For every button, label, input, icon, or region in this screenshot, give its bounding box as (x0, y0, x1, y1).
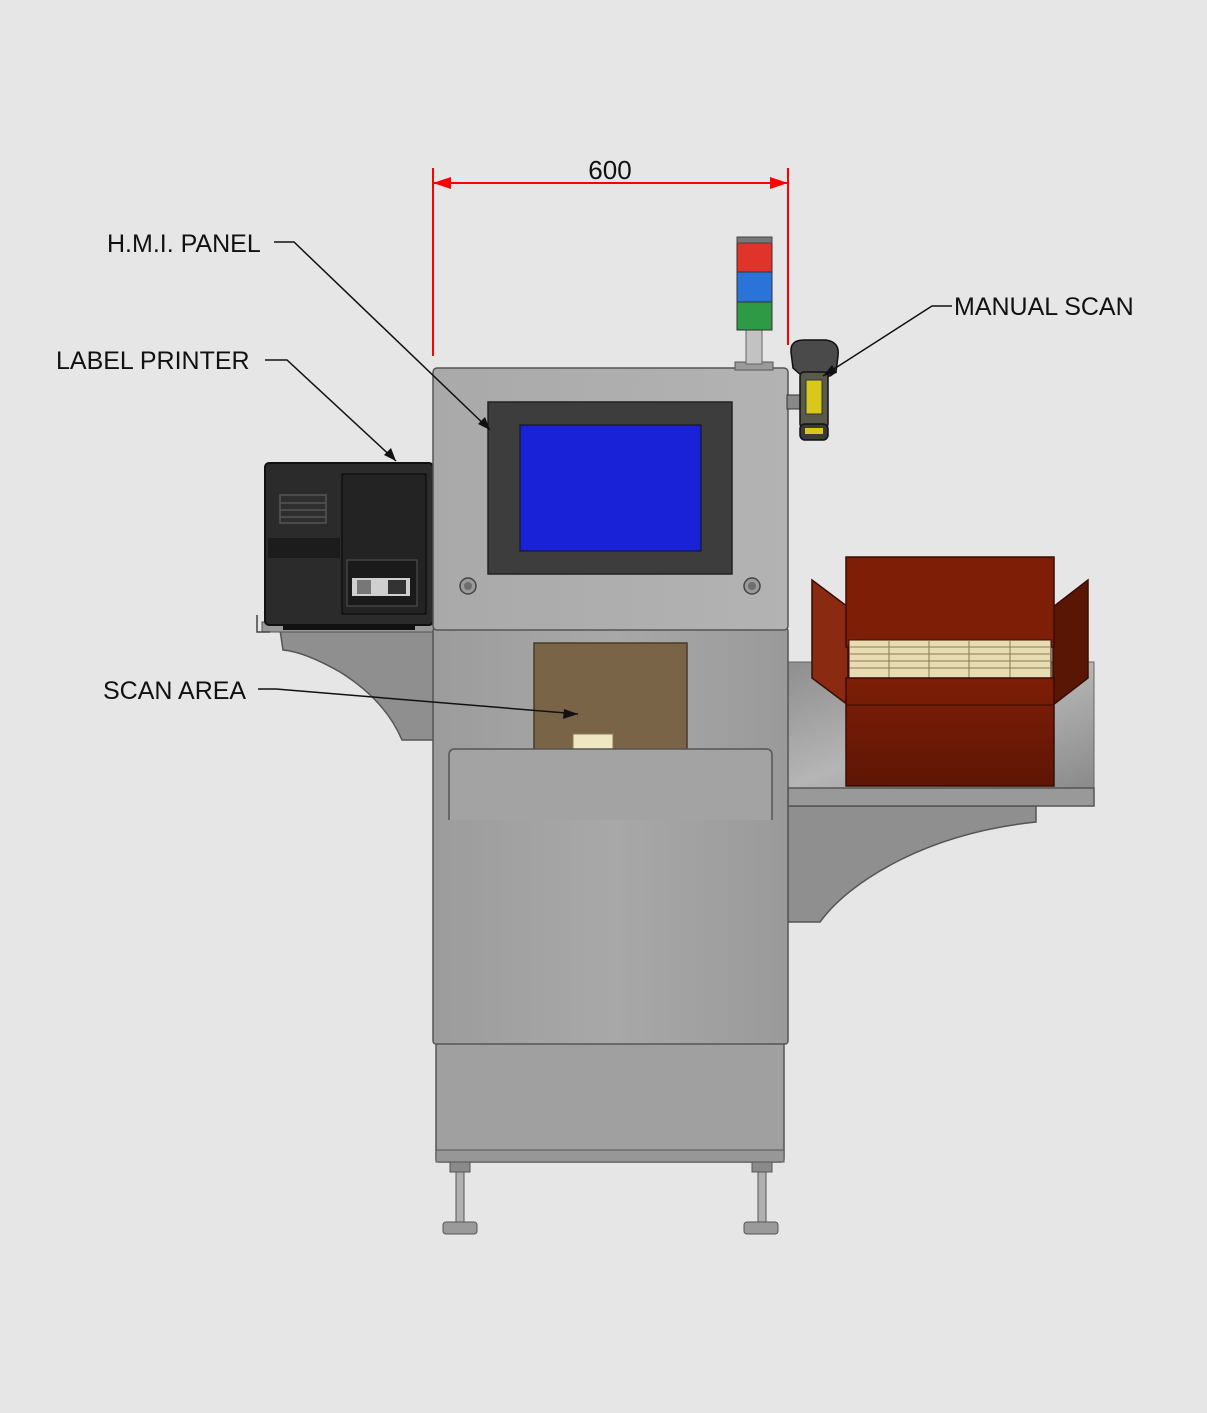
stack-light-green (736, 301, 773, 331)
dimension-value: 600 (588, 155, 631, 185)
cabinet-lower (435, 1041, 785, 1163)
callout-scan-area-label: SCAN AREA (103, 677, 246, 705)
outfeed-support (787, 805, 1037, 923)
callout-label-printer: LABEL PRINTER (56, 347, 397, 462)
scan-tunnel (533, 642, 688, 751)
label-printer (264, 462, 434, 630)
infeed-guard (448, 748, 773, 820)
hmi-panel (487, 401, 733, 575)
callout-hmi-panel-label: H.M.I. PANEL (107, 230, 261, 258)
printer-label-slot (346, 559, 418, 607)
stack-light-blue (736, 271, 773, 303)
cabinet-upper (432, 367, 789, 631)
panel-screw-left (459, 577, 477, 595)
width-dimension: 600 (432, 155, 789, 356)
foot-right (743, 1161, 779, 1235)
callout-label-printer-label: LABEL PRINTER (56, 347, 250, 375)
stack-light-red (736, 241, 773, 273)
callout-hmi-panel: H.M.I. PANEL (107, 230, 491, 431)
foot-left (442, 1161, 478, 1235)
carton-contents (848, 639, 1052, 679)
callout-manual-scan-label: MANUAL SCAN (954, 293, 1134, 321)
carton (811, 556, 1089, 787)
printer-vent (279, 494, 327, 524)
printer-shelf (256, 615, 435, 741)
stack-light (734, 236, 774, 371)
callout-manual-scan: MANUAL SCAN (822, 293, 1134, 377)
panel-screw-right (743, 577, 761, 595)
callout-scan-area: SCAN AREA (103, 677, 579, 719)
manual-scanner-icon (786, 339, 839, 441)
